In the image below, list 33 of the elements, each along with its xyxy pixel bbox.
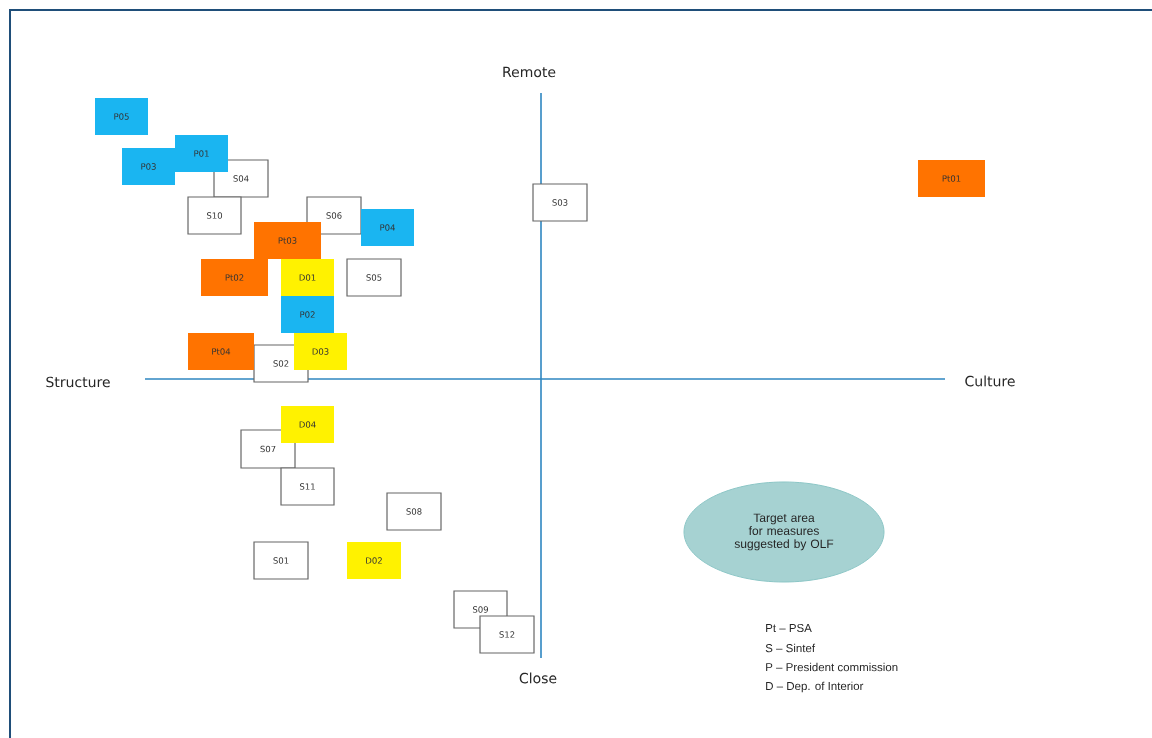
label-box: D01 <box>281 259 334 296</box>
axis-label: Structure <box>46 376 110 388</box>
label-box: D04 <box>281 406 334 443</box>
legend-text: P – President commission <box>766 662 898 672</box>
label-box: S08 <box>386 492 442 531</box>
axis-label: Close <box>519 672 557 684</box>
label-box: S12 <box>479 615 535 654</box>
label-box: D03 <box>294 333 347 370</box>
label-box: Pt03 <box>254 222 321 259</box>
legend-text: S – Sintef <box>765 643 816 653</box>
label-box: Pt02 <box>201 259 268 296</box>
label-box: S04 <box>213 159 269 198</box>
label-box: S01 <box>253 541 309 580</box>
legend-text: D – Dep. of Interior <box>766 681 864 693</box>
label-box: S05 <box>346 258 402 297</box>
label-box: Pt01 <box>918 160 985 197</box>
label-box: P02 <box>281 296 334 333</box>
node-label: P03 <box>141 163 156 170</box>
label-box: P04 <box>361 209 414 246</box>
axis-label: Remote <box>503 66 556 78</box>
label-box: Pt04 <box>188 333 254 370</box>
label-box: D02 <box>347 542 401 579</box>
label-box: P03 <box>122 148 175 185</box>
label-box: S07 <box>240 429 296 469</box>
axis-label: Culture <box>965 375 1015 387</box>
label-box: S06 <box>306 196 362 235</box>
node-label: P01 <box>194 150 209 157</box>
label-box: P01 <box>175 135 228 172</box>
label-box: S11 <box>280 467 335 506</box>
label-box: P05 <box>95 98 148 135</box>
legend-text: Pt – PSA <box>766 623 812 633</box>
label-box: S10 <box>187 196 242 235</box>
label-box: S03 <box>532 183 588 222</box>
